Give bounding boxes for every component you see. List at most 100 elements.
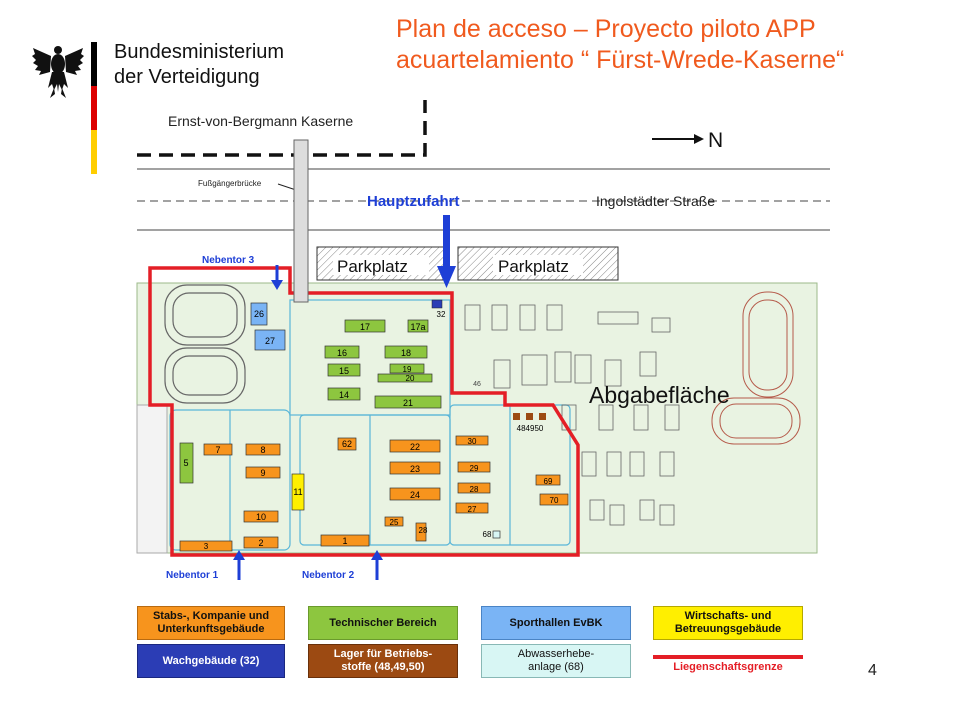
- building-28-label: 28: [470, 485, 479, 494]
- legend-sports: Sporthallen EvBK: [481, 606, 631, 640]
- building-7-label: 7: [215, 445, 220, 455]
- footbridge-pointer: [277, 183, 297, 191]
- legend-boundary-line: [653, 655, 803, 659]
- building-69-label: 69: [544, 477, 553, 486]
- north-arrow: [652, 134, 704, 144]
- parking-label-west: Parkplatz: [337, 257, 408, 276]
- building-22-label: 22: [410, 442, 420, 452]
- building-16-label: 16: [337, 348, 347, 358]
- building-17a: [407, 319, 429, 333]
- building-26: [250, 302, 268, 326]
- building-2-label: 2: [258, 538, 263, 548]
- building-21: [374, 395, 442, 409]
- building-27: [455, 502, 489, 514]
- building-27-label: 27: [468, 505, 477, 514]
- building-10: [243, 510, 279, 523]
- buildings: 26 27 32 17 17a 16 18 15 19 20 14 21 484…: [179, 299, 569, 552]
- ministry-name: Bundesministerium der Verteidigung: [114, 40, 284, 90]
- transfer-area-label: Abgabefläche: [589, 382, 730, 408]
- building-23-label: 23: [410, 464, 420, 474]
- building-25: [384, 516, 404, 527]
- building-2: [243, 536, 279, 549]
- building-70-label: 70: [550, 496, 559, 505]
- building-27-sports: [254, 329, 286, 351]
- federal-eagle-logo: [32, 46, 84, 98]
- building-28-small: [415, 522, 427, 542]
- building-68: [492, 530, 501, 539]
- title-line-2: acuartelamiento “ Fürst-Wrede-Kaserne“: [396, 46, 845, 74]
- building-3: [179, 540, 233, 552]
- building-24: [389, 487, 441, 501]
- building-27-sports-label: 27: [265, 336, 275, 346]
- sports-tracks: [711, 291, 801, 445]
- legend-guard: Wachgebäude (32): [137, 644, 285, 678]
- building-28-small-label: 28: [419, 526, 428, 535]
- building-62: [337, 437, 357, 451]
- building-16: [324, 345, 360, 359]
- building-5: [179, 442, 194, 484]
- northern-barracks-label: Ernst-von-Bergmann Kaserne: [168, 113, 353, 129]
- building-46-label: 46: [473, 381, 481, 388]
- ministry-line-2: der Verteidigung: [114, 66, 260, 88]
- building-15-label: 15: [339, 366, 349, 376]
- building-49: [526, 413, 533, 420]
- building-28: [457, 482, 491, 494]
- north-label: N: [708, 129, 723, 152]
- building-22: [389, 439, 441, 453]
- legend-sewage: Abwasserhebe-anlage (68): [481, 644, 631, 678]
- building-25-label: 25: [390, 518, 399, 527]
- footbridge: [293, 139, 309, 303]
- flag-black: [91, 42, 97, 86]
- flag-gold: [91, 130, 97, 174]
- building-69: [535, 474, 561, 486]
- gate-2-arrow: [371, 550, 383, 580]
- legend-staff: Stabs-, Kompanie und Unterkunftsgebäude: [137, 606, 285, 640]
- building-14: [327, 387, 361, 401]
- building-30-label: 30: [468, 437, 477, 446]
- east-buildings: [464, 304, 680, 526]
- site-west-strip: [136, 404, 168, 554]
- gate-2-label: Nebentor 2: [302, 570, 355, 581]
- ministry-line-1: Bundesministerium: [114, 41, 285, 63]
- sports-fields: [164, 284, 246, 404]
- building-14-label: 14: [339, 390, 349, 400]
- property-boundary: [148, 266, 580, 557]
- footbridge-label: Fußgängerbrücke: [198, 179, 262, 188]
- building-48: [513, 413, 520, 420]
- building-17a-label: 17a: [410, 322, 425, 332]
- parking-label-bg-east: [493, 255, 583, 275]
- legend-technical: Technischer Bereich: [308, 606, 458, 640]
- building-68-label: 68: [483, 530, 492, 539]
- building-23: [389, 461, 441, 475]
- building-1: [320, 534, 370, 547]
- building-32: [431, 299, 443, 309]
- building-20: [377, 373, 433, 383]
- building-17-label: 17: [360, 322, 370, 332]
- building-50: [539, 413, 546, 420]
- legend-boundary: Liegenschaftsgrenze: [673, 661, 783, 673]
- building-18: [384, 345, 428, 359]
- building-8: [245, 443, 281, 456]
- main-entrance-label: Hauptzufahrt: [367, 193, 460, 210]
- building-15: [327, 363, 361, 377]
- building-11: [291, 473, 305, 511]
- building-48-49-50-label: 484950: [517, 424, 544, 433]
- building-9: [245, 466, 281, 479]
- building-19: [389, 363, 425, 374]
- building-5-label: 5: [183, 458, 188, 468]
- building-29-label: 29: [470, 464, 479, 473]
- legend-fuel: Lager für Betriebs-stoffe (48,49,50): [308, 644, 458, 678]
- building-70: [539, 493, 569, 506]
- building-32-label: 32: [437, 310, 446, 319]
- gate-1-arrow: [233, 550, 245, 580]
- gate-1-label: Nebentor 1: [166, 570, 219, 581]
- main-entrance-arrow: [437, 215, 456, 288]
- building-18-label: 18: [401, 348, 411, 358]
- page-number: 4: [868, 662, 877, 679]
- page-title: Plan de acceso – Proyecto piloto APP acu…: [396, 14, 844, 76]
- building-10-label: 10: [256, 512, 266, 522]
- title-line-1: Plan de acceso – Proyecto piloto APP: [396, 15, 816, 43]
- building-3-label: 3: [204, 542, 209, 551]
- building-17: [344, 319, 386, 333]
